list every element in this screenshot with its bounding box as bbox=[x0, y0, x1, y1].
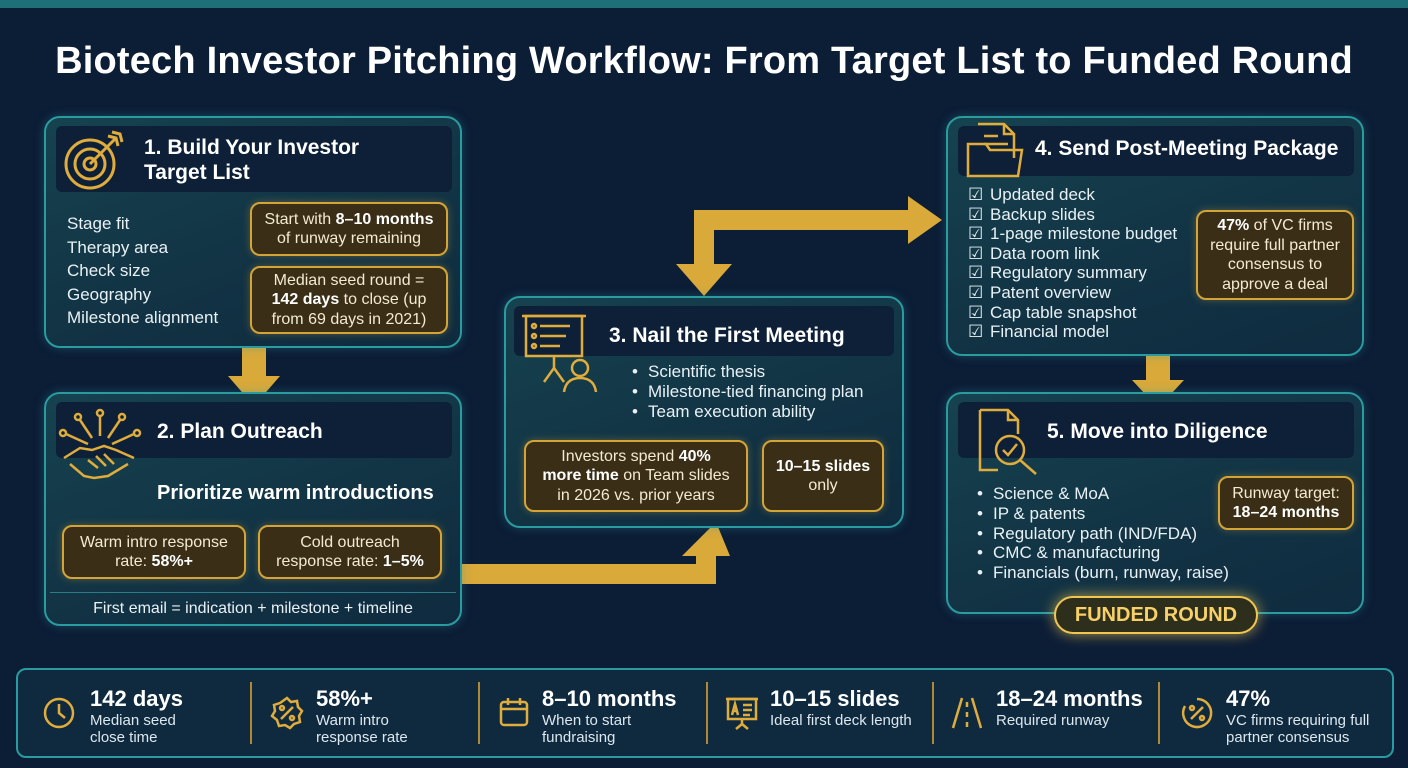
checklist-item: Data room link bbox=[968, 244, 1177, 264]
stat-required-runway: 18–24 months Required runway bbox=[940, 670, 1160, 756]
stat-label: VC firms requiring full partner consensu… bbox=[1226, 712, 1370, 746]
slide-deck-icon bbox=[726, 697, 758, 730]
criteria-item: Geography bbox=[67, 284, 152, 304]
step1-title-line2: Target List bbox=[144, 161, 250, 184]
handshake-network-icon bbox=[58, 408, 142, 480]
bullet-item: Science & MoA bbox=[977, 484, 1229, 504]
stat-median-close: 142 days Median seed close time bbox=[18, 670, 248, 756]
stat-divider bbox=[932, 682, 934, 744]
step1-seed-callout: Median seed round = 142 days to close (u… bbox=[250, 266, 448, 334]
step4-header bbox=[958, 126, 1354, 176]
slide-count-callout: 10–15 slides only bbox=[762, 440, 884, 512]
stat-partner-consensus: 47% VC firms requiring full partner cons… bbox=[1168, 670, 1390, 756]
document-search-icon bbox=[978, 408, 1037, 475]
clock-icon bbox=[43, 697, 75, 729]
target-icon bbox=[64, 130, 124, 190]
presentation-icon bbox=[522, 314, 598, 393]
stat-start-fundraising: 8–10 months When to start fundraising bbox=[488, 670, 708, 756]
stat-value: 10–15 slides bbox=[770, 686, 900, 711]
criteria-item: Therapy area bbox=[67, 237, 169, 257]
partner-consensus-callout: 47% of VC firms require full partner con… bbox=[1196, 210, 1354, 300]
percent-circle-icon bbox=[1181, 697, 1213, 729]
stat-divider bbox=[706, 682, 708, 744]
arrow-step1-to-step2 bbox=[228, 346, 280, 406]
warm-intro-callout: Warm intro response rate: 58%+ bbox=[62, 525, 246, 579]
road-icon bbox=[951, 697, 983, 729]
checklist-item: Financial model bbox=[968, 322, 1177, 342]
step4-checklist: Updated deck Backup slides 1-page milest… bbox=[968, 185, 1177, 342]
top-accent-bar bbox=[0, 0, 1408, 8]
stat-value: 8–10 months bbox=[542, 686, 677, 711]
arrow-step4-to-step5 bbox=[1132, 354, 1184, 408]
step5-title: 5. Move into Diligence bbox=[1047, 420, 1268, 443]
page-title: Biotech Investor Pitching Workflow: From… bbox=[55, 40, 1353, 82]
funded-round-badge: FUNDED ROUND bbox=[1054, 596, 1258, 634]
step1-runway-callout: Start with 8–10 months of runway remaini… bbox=[250, 202, 448, 256]
stat-divider bbox=[250, 682, 252, 744]
bullet-item: Scientific thesis bbox=[632, 362, 863, 382]
stat-value: 47% bbox=[1226, 686, 1271, 711]
checklist-item: 1-page milestone budget bbox=[968, 224, 1177, 244]
step3-title: 3. Nail the First Meeting bbox=[609, 324, 845, 347]
step1-title-line1: 1. Build Your Investor bbox=[144, 136, 360, 159]
step2-subtitle: Prioritize warm introductions bbox=[157, 482, 434, 504]
step2-title: 2. Plan Outreach bbox=[157, 420, 323, 443]
calendar-icon bbox=[499, 698, 529, 727]
checklist-item: Updated deck bbox=[968, 185, 1177, 205]
checklist-item: Regulatory summary bbox=[968, 263, 1177, 283]
stat-label: Median seed close time bbox=[90, 712, 176, 746]
cold-outreach-callout: Cold outreach response rate: 1–5% bbox=[258, 525, 442, 579]
criteria-item: Milestone alignment bbox=[67, 308, 219, 327]
stat-value: 142 days bbox=[90, 686, 183, 711]
arrow-step3-to-step4 bbox=[676, 196, 942, 296]
step2-header bbox=[56, 402, 452, 458]
stat-deck-length: 10–15 slides Ideal first deck length bbox=[714, 670, 934, 756]
criteria-item: Stage fit bbox=[67, 214, 130, 233]
checklist-item: Cap table snapshot bbox=[968, 303, 1177, 323]
step2-footer: First email = indication + milestone + t… bbox=[93, 600, 413, 617]
checklist-item: Patent overview bbox=[968, 283, 1177, 303]
stats-bar: 142 days Median seed close time 58%+ War… bbox=[16, 668, 1394, 758]
stat-divider bbox=[1158, 682, 1160, 744]
bullet-item: Team execution ability bbox=[632, 402, 863, 422]
bullet-item: Regulatory path (IND/FDA) bbox=[977, 524, 1229, 544]
step5-bullets: Science & MoA IP & patents Regulatory pa… bbox=[977, 484, 1229, 583]
step3-bullets: Scientific thesis Milestone-tied financi… bbox=[632, 362, 863, 421]
percent-badge-icon bbox=[270, 696, 304, 730]
stat-label: Ideal first deck length bbox=[770, 712, 912, 729]
bullet-item: Financials (burn, runway, raise) bbox=[977, 563, 1229, 583]
bullet-item: IP & patents bbox=[977, 504, 1229, 524]
runway-target-callout: Runway target: 18–24 months bbox=[1218, 476, 1354, 530]
team-slides-callout: Investors spend 40% more time on Team sl… bbox=[524, 440, 748, 512]
stat-label: Required runway bbox=[996, 712, 1110, 729]
step3-header bbox=[514, 306, 894, 356]
document-folder-icon bbox=[966, 122, 1024, 178]
stat-value: 18–24 months bbox=[996, 686, 1143, 711]
stat-value: 58%+ bbox=[316, 686, 373, 711]
stat-label: When to start fundraising bbox=[542, 712, 632, 746]
arrow-step2-to-step3 bbox=[460, 522, 730, 584]
bullet-item: CMC & manufacturing bbox=[977, 543, 1229, 563]
stat-warm-response: 58%+ Warm intro response rate bbox=[258, 670, 478, 756]
stat-label: Warm intro response rate bbox=[316, 712, 408, 746]
step1-criteria-list: Stage fit Therapy area Check size Geogra… bbox=[67, 212, 218, 330]
criteria-item: Check size bbox=[67, 261, 151, 280]
stat-divider bbox=[478, 682, 480, 744]
bullet-item: Milestone-tied financing plan bbox=[632, 382, 863, 402]
step4-title: 4. Send Post-Meeting Package bbox=[1035, 137, 1339, 160]
step2-divider bbox=[50, 592, 456, 593]
checklist-item: Backup slides bbox=[968, 205, 1177, 225]
